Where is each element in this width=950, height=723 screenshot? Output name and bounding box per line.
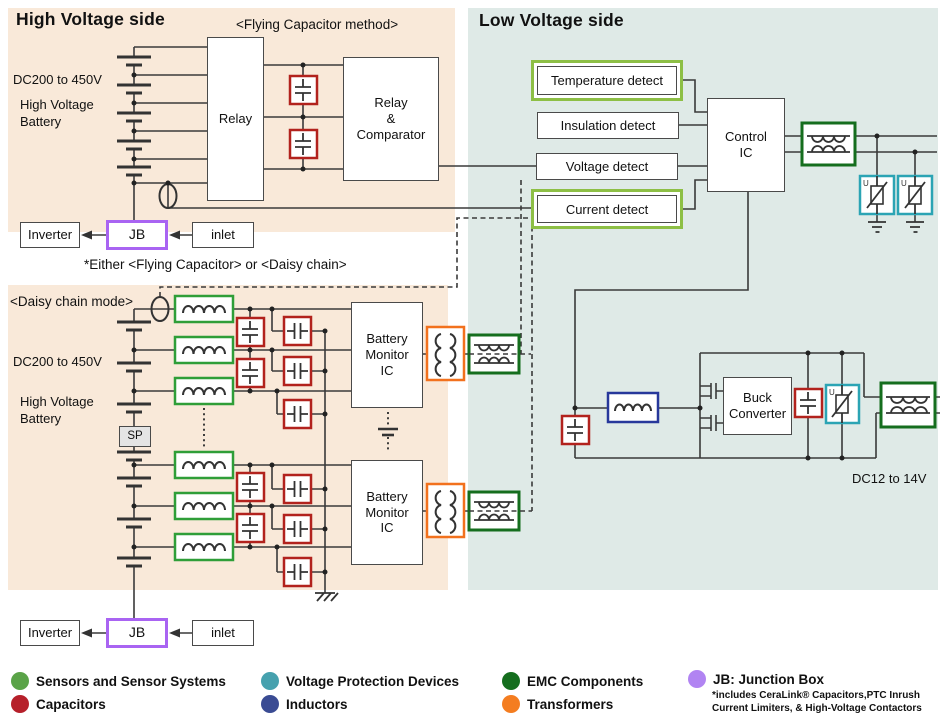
inductor-icon-blue bbox=[606, 391, 660, 424]
capacitors-color-dot-icon bbox=[11, 695, 29, 713]
flying-capacitor-icons bbox=[288, 74, 319, 160]
sensors-color-dot-icon bbox=[11, 672, 29, 690]
junction-box-color-dot-icon bbox=[688, 670, 706, 688]
transformers-color-dot-icon bbox=[502, 695, 520, 713]
dashed-links bbox=[159, 180, 533, 511]
legend-item-capacitors: Capacitors bbox=[11, 695, 106, 713]
voltage-protection-color-dot-icon bbox=[261, 672, 279, 690]
hv-battery-label-bottom: High Voltage Battery bbox=[20, 394, 94, 426]
hv-voltage-range-top: DC200 to 450V bbox=[13, 72, 102, 87]
flying-capacitor-method-label: <Flying Capacitor method> bbox=[236, 17, 399, 32]
legend-label: EMC Components bbox=[527, 673, 644, 689]
continuation-dots bbox=[203, 408, 389, 452]
temperature-detect-frame: Temperature detect bbox=[531, 60, 683, 101]
current-detect-frame: Current detect bbox=[531, 189, 683, 229]
inverter-block-bottom: Inverter bbox=[20, 620, 80, 646]
inductor-icons-green bbox=[173, 294, 235, 562]
daisy-chain-mode-label: <Daisy chain mode> bbox=[10, 294, 134, 309]
legend-item-voltage-protection: Voltage Protection Devices bbox=[261, 672, 459, 690]
legend-label: Voltage Protection Devices bbox=[286, 673, 460, 689]
legend-label: Capacitors bbox=[36, 696, 106, 712]
inlet-block-bottom: inlet bbox=[192, 620, 254, 646]
hv-voltage-range-bottom: DC200 to 450V bbox=[13, 354, 102, 369]
lv-voltage-range: DC12 to 14V bbox=[852, 471, 927, 486]
battery-cell-plates bbox=[117, 55, 398, 568]
battery-monitor-ic-2-block: Battery Monitor IC bbox=[351, 460, 423, 565]
voltage-detect-block: Voltage detect bbox=[536, 153, 678, 180]
relay-comparator-block: Relay & Comparator bbox=[343, 57, 439, 181]
junction-box-bottom: JB bbox=[106, 618, 168, 648]
current-detect-block: Current detect bbox=[537, 195, 677, 223]
legend-label: Sensors and Sensor Systems bbox=[36, 673, 226, 689]
insulation-detect-block: Insulation detect bbox=[537, 112, 679, 139]
hv-battery-label-top: High Voltage Battery bbox=[20, 97, 94, 129]
current-sensor-icon bbox=[150, 296, 170, 322]
hv-side-title: High Voltage side bbox=[16, 9, 165, 29]
legend-label: Transformers bbox=[527, 696, 614, 712]
sp-block: SP bbox=[119, 426, 151, 447]
capacitor-icons-column-a bbox=[235, 316, 266, 544]
junction-box-note: *includes CeraLink® Capacitors,PTC Inrus… bbox=[712, 690, 922, 714]
relay-block: Relay bbox=[207, 37, 264, 201]
inverter-block-top: Inverter bbox=[20, 222, 80, 248]
legend-label: Inductors bbox=[286, 696, 348, 712]
svg-text:U: U bbox=[863, 179, 869, 188]
transformer-icons bbox=[425, 325, 466, 539]
wires bbox=[92, 46, 940, 634]
legend-item-transformers: Transformers bbox=[502, 695, 613, 713]
emc-color-dot-icon bbox=[502, 672, 520, 690]
junction-dots bbox=[131, 62, 918, 575]
legend-item-sensors: Sensors and Sensor Systems bbox=[11, 672, 226, 690]
svg-text:U: U bbox=[901, 179, 907, 188]
legend-item-emc: EMC Components bbox=[502, 672, 643, 690]
control-ic-block: Control IC bbox=[707, 98, 785, 192]
inlet-block-top: inlet bbox=[192, 222, 254, 248]
inductors-color-dot-icon bbox=[261, 695, 279, 713]
battery-monitor-ic-1-block: Battery Monitor IC bbox=[351, 302, 423, 408]
buck-capacitor-icons bbox=[560, 387, 824, 446]
choke-dashed-centerlines bbox=[469, 353, 532, 512]
lv-side-title: Low Voltage side bbox=[479, 10, 624, 30]
junction-box-top: JB bbox=[106, 220, 168, 250]
emc-choke-icons bbox=[467, 121, 937, 532]
svg-text:U: U bbox=[829, 388, 835, 397]
ground-symbols bbox=[315, 221, 924, 602]
legend-item-junction-box: JB: Junction Box bbox=[688, 670, 824, 688]
legend-label: JB: Junction Box bbox=[713, 671, 825, 687]
arrowheads bbox=[81, 230, 180, 638]
lv-region-background bbox=[468, 8, 938, 590]
buck-converter-block: Buck Converter bbox=[723, 377, 792, 435]
varistor-icons: U U U bbox=[824, 174, 934, 425]
temperature-detect-block: Temperature detect bbox=[537, 66, 677, 95]
legend-item-inductors: Inductors bbox=[261, 695, 348, 713]
capacitor-icons-column-b bbox=[282, 315, 313, 588]
either-method-note: *Either <Flying Capacitor> or <Daisy cha… bbox=[84, 257, 347, 272]
